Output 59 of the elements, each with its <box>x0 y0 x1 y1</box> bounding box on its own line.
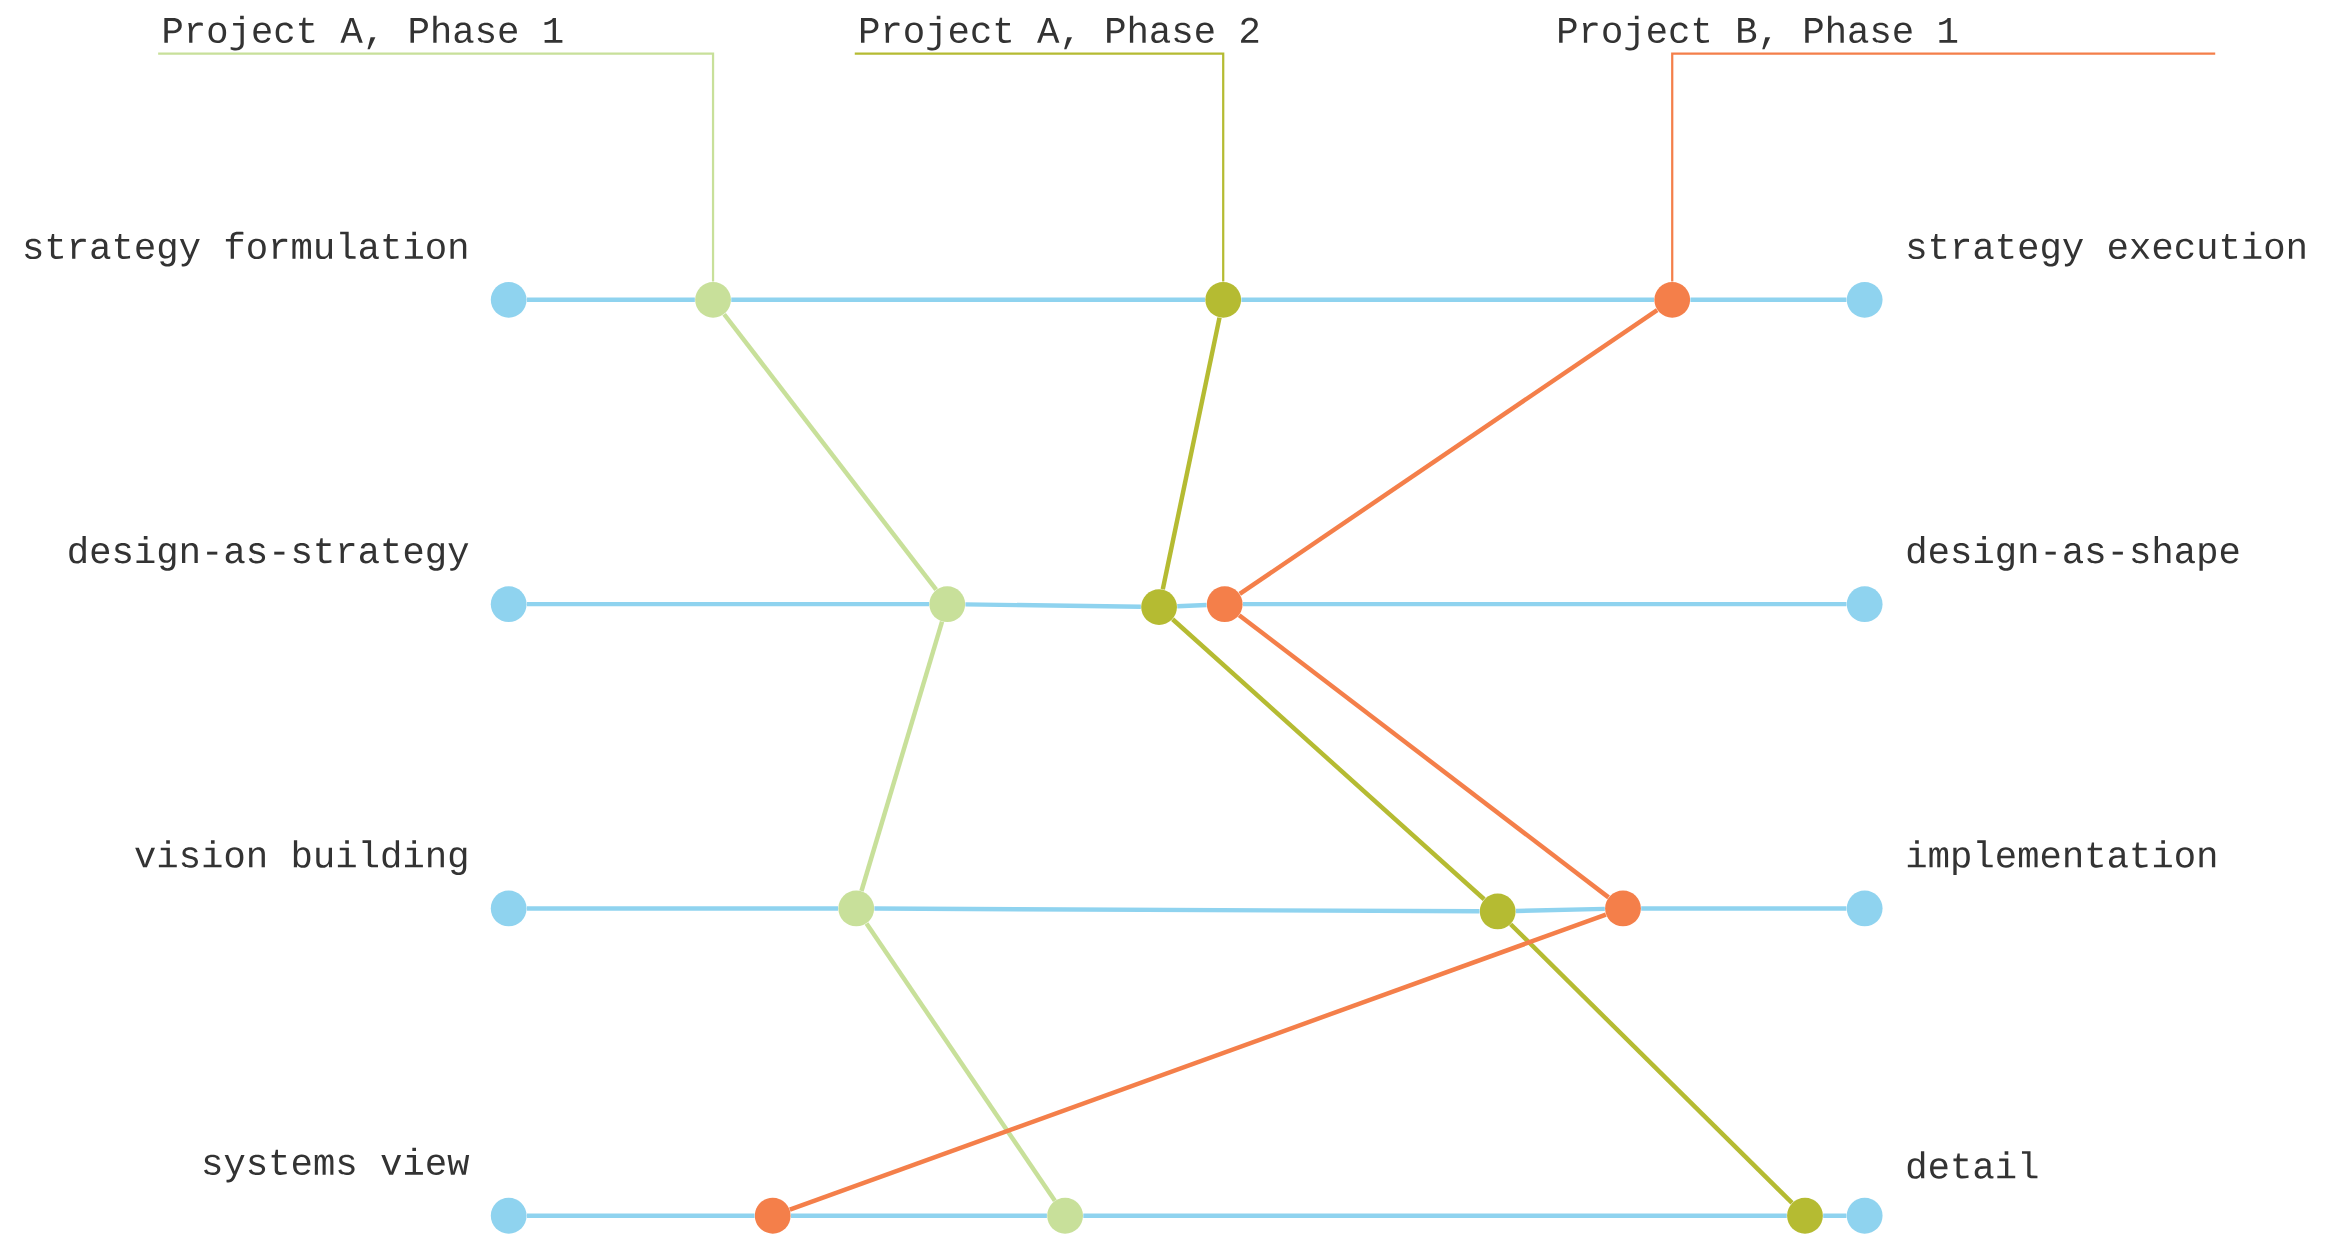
connector-line <box>864 922 1057 1202</box>
dot <box>1846 586 1883 622</box>
dot <box>1206 586 1243 622</box>
row-label: detail <box>1907 1151 2038 1179</box>
row-label: strategy formulation <box>25 231 467 267</box>
connector-line <box>1641 906 1847 911</box>
dot <box>1846 890 1883 927</box>
connector-line <box>1690 297 1847 302</box>
leader-line <box>158 52 715 282</box>
connector-line <box>1509 922 1794 1205</box>
dot <box>490 586 527 622</box>
row-label: design-as-strategy <box>69 536 469 571</box>
dot <box>695 281 731 318</box>
row-label: design-as-shape <box>1907 536 2239 571</box>
dot <box>490 281 527 318</box>
connector-line <box>526 1213 755 1218</box>
connector-line <box>1823 1213 1847 1218</box>
dot <box>838 890 875 927</box>
connector-line <box>965 602 1141 610</box>
connector-line <box>1171 617 1486 901</box>
connector-line <box>1177 602 1207 609</box>
connector-line <box>1515 906 1605 914</box>
row-label: vision building <box>135 840 467 876</box>
dot <box>1141 589 1177 625</box>
dot <box>754 1197 791 1234</box>
connector-line <box>1242 601 1847 607</box>
connector-line <box>526 601 930 607</box>
connector-line <box>526 297 695 302</box>
connector-line <box>1160 317 1222 590</box>
project-label: Project A, Phase 2 <box>861 15 1259 51</box>
row-label: systems view <box>204 1147 470 1183</box>
dot <box>1846 1197 1883 1234</box>
row-label: implementation <box>1907 840 2216 876</box>
connector-line <box>722 312 938 592</box>
connector-line <box>1238 308 1659 596</box>
connector-line <box>1241 297 1655 302</box>
dot <box>490 890 527 927</box>
project-label: Project A, Phase 1 <box>164 15 563 51</box>
leader-line <box>854 52 1225 282</box>
connector-line <box>1083 1213 1787 1218</box>
dot <box>490 1197 527 1234</box>
dot <box>1605 890 1641 927</box>
connector-line <box>789 912 1607 1212</box>
dot <box>1479 893 1516 930</box>
dot <box>1787 1197 1823 1234</box>
dot <box>1654 281 1691 318</box>
dot <box>1047 1197 1083 1234</box>
dot <box>1846 281 1883 318</box>
connector-line <box>859 620 945 892</box>
connector-line <box>1237 613 1610 900</box>
dot <box>929 586 966 622</box>
connector-line <box>526 906 839 911</box>
row-label: strategy execution <box>1908 231 2305 267</box>
dot <box>1205 281 1242 318</box>
connector-line <box>874 906 1480 914</box>
project-label: Project B, Phase 1 <box>1559 15 1958 51</box>
leader-line <box>1671 52 2217 282</box>
connector-line <box>731 297 1205 302</box>
connector-line <box>790 1213 1047 1218</box>
